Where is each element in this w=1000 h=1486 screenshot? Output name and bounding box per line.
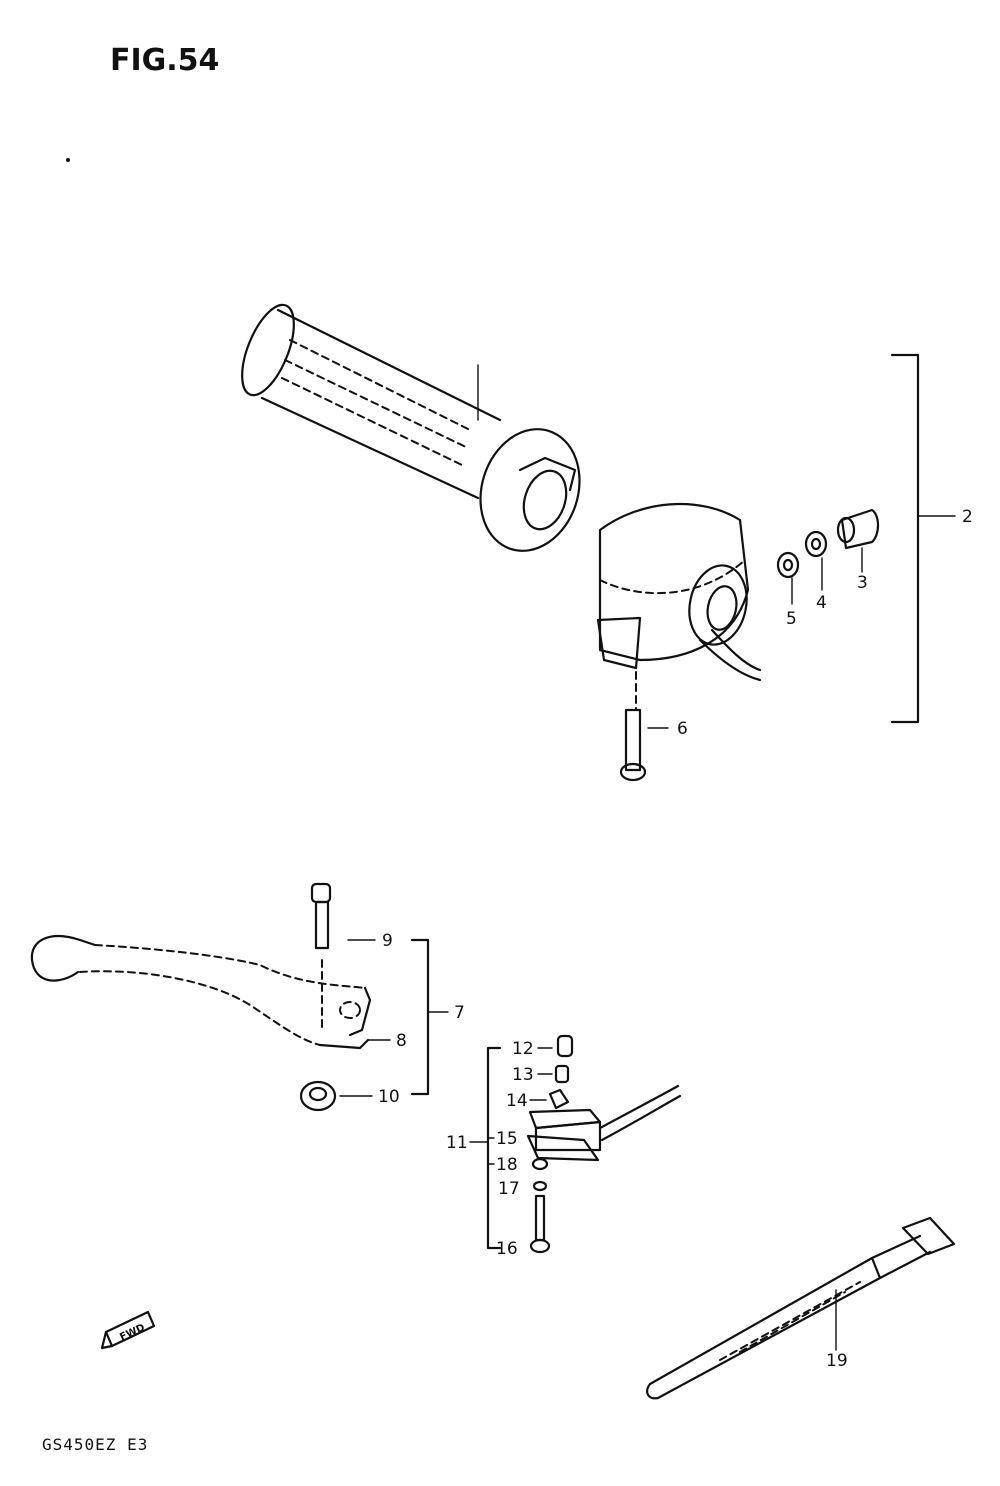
switch-assembly (526, 1034, 682, 1254)
part-label-18: 18 (496, 1155, 518, 1175)
throttle-grip (241, 303, 581, 552)
part-label-19: 19 (826, 1351, 848, 1371)
footer-model-code: GS450EZ E3 (42, 1435, 148, 1454)
pivot-bolt-9 (310, 882, 332, 1031)
bracket-2 (890, 353, 920, 724)
part-label-17: 17 (498, 1179, 520, 1199)
switch-housing (596, 502, 762, 682)
nut-10 (299, 1080, 337, 1112)
figure-title: FIG.54 (110, 43, 219, 78)
part-label-6: 6 (677, 719, 688, 739)
part-label-13: 13 (512, 1065, 534, 1085)
part-label-14: 14 (506, 1091, 528, 1111)
fwd-label: FWD (118, 1322, 146, 1343)
part-label-10: 10 (378, 1087, 400, 1107)
bracket-7 (410, 938, 430, 1096)
part-label-3: 3 (857, 573, 868, 593)
part-label-16: 16 (496, 1239, 518, 1259)
part-label-8: 8 (396, 1031, 407, 1051)
small-parts-345 (776, 508, 880, 605)
part-label-9: 9 (382, 931, 393, 951)
clutch-lever (30, 935, 372, 1050)
speck-dot (66, 158, 70, 162)
part-label-2: 2 (962, 507, 973, 527)
part-label-7: 7 (454, 1003, 465, 1023)
forward-arrow-icon: FWD (100, 1310, 156, 1350)
part-label-15: 15 (496, 1129, 518, 1149)
part-label-4: 4 (816, 593, 827, 613)
part-label-5: 5 (786, 609, 797, 629)
part-label-11: 11 (446, 1133, 468, 1153)
screw-6 (619, 708, 669, 782)
cable-tie-19 (646, 1216, 956, 1400)
part-label-12: 12 (512, 1039, 534, 1059)
